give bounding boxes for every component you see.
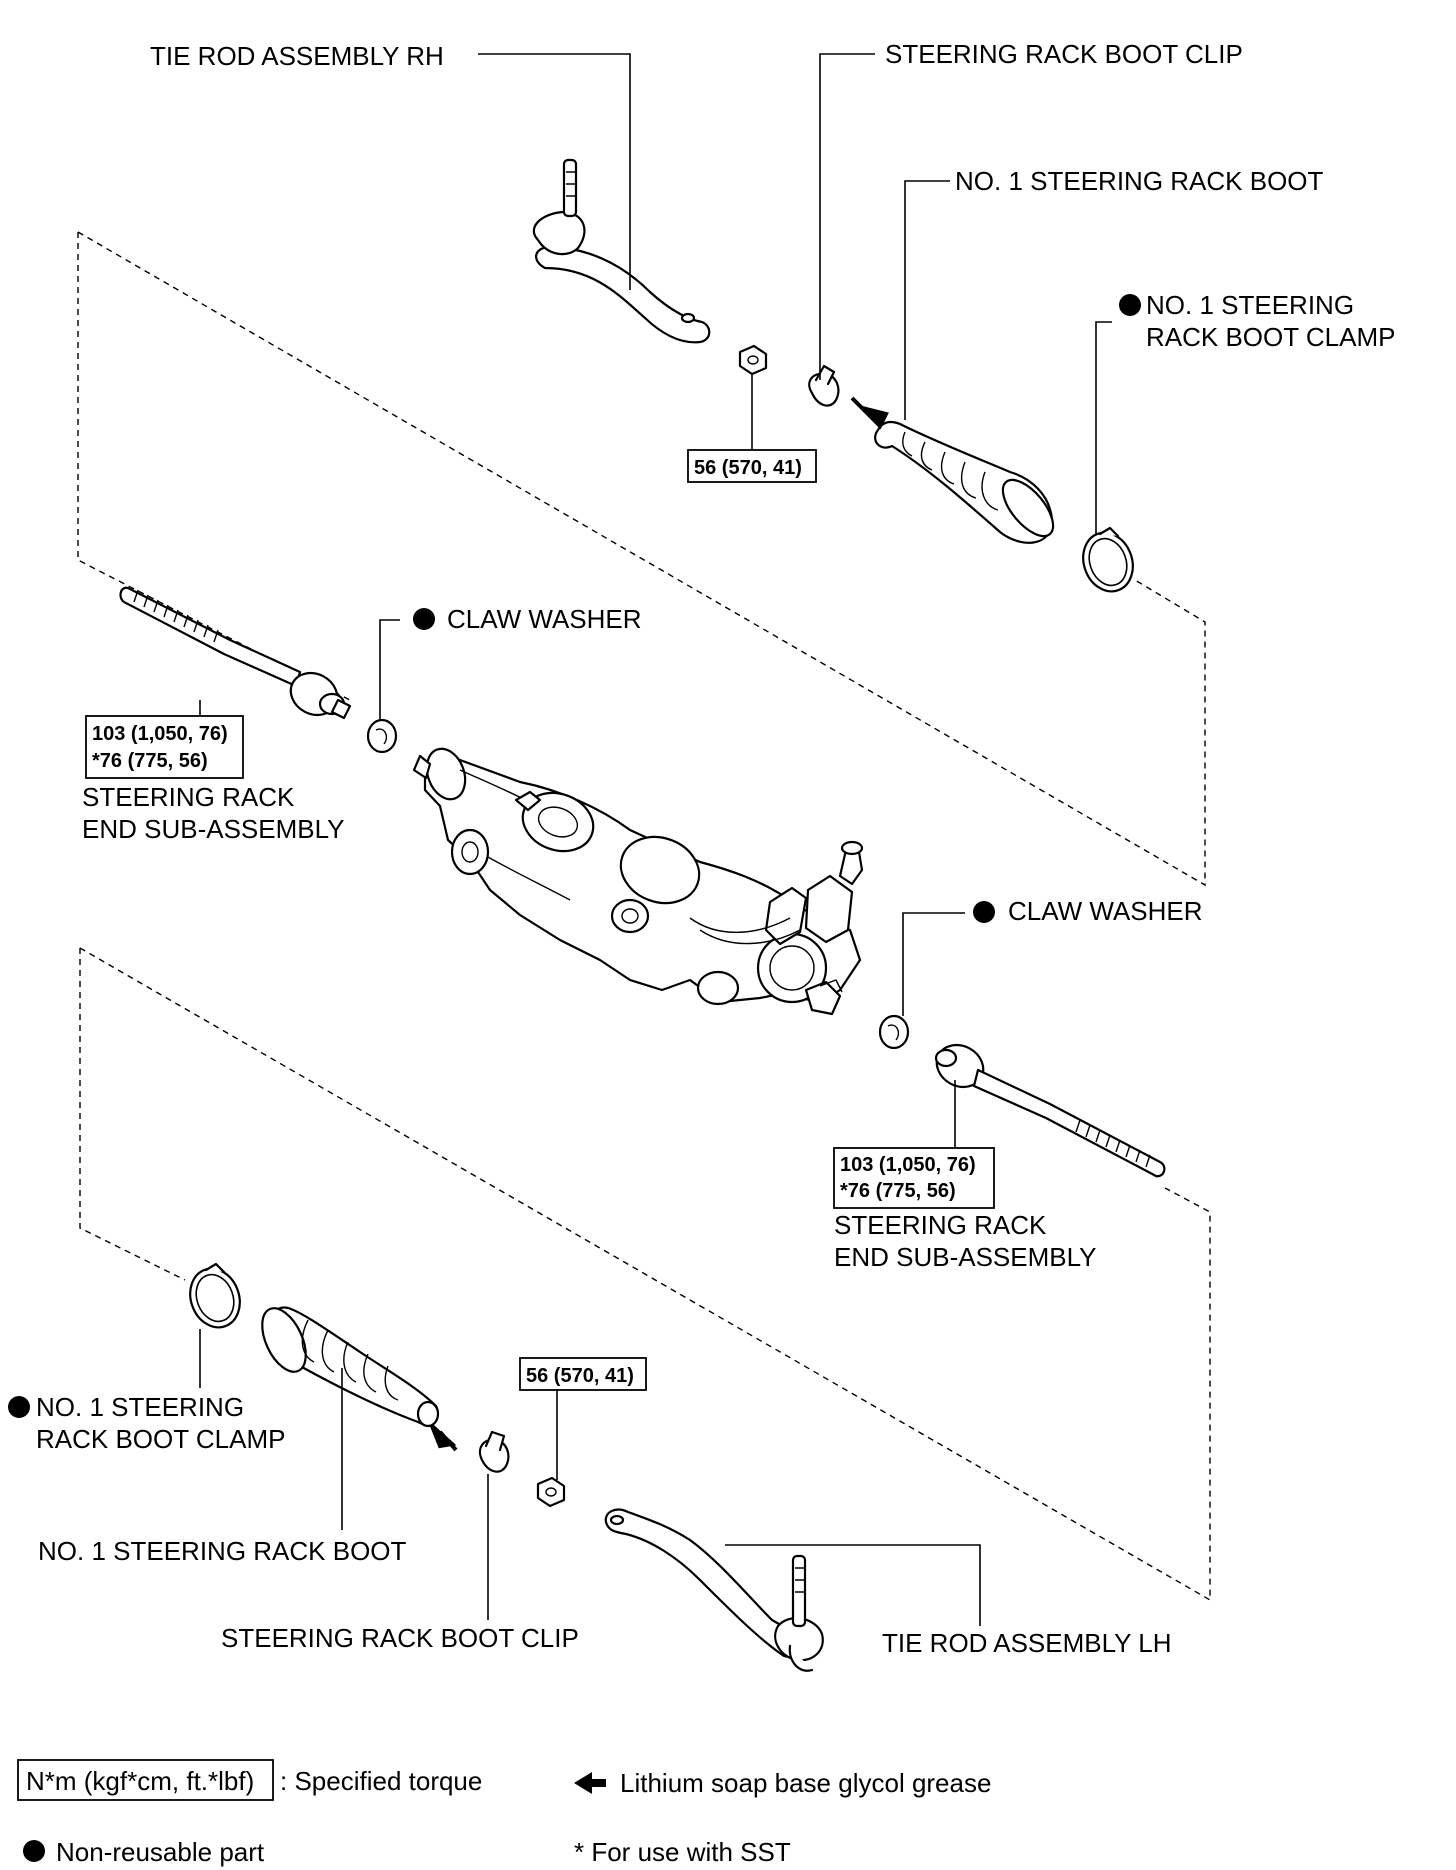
legend-torque-desc: : Specified torque (280, 1766, 482, 1796)
nut-top-part (738, 344, 768, 376)
leader-lines (199, 53, 1112, 1626)
svg-text:103 (1,050, 76): 103 (1,050, 76) (840, 1154, 976, 1176)
label-rack-end-right-line2: END SUB-ASSEMBLY (834, 1242, 1096, 1272)
nonreusable-dot-claw-washer-top (413, 608, 435, 630)
label-rack-end-left-line1: STEERING RACK (82, 782, 295, 812)
label-boot-top: NO. 1 STEERING RACK BOOT (955, 166, 1324, 196)
legend-sst-desc: * For use with SST (574, 1837, 791, 1867)
legend-nonreusable-desc: Non-reusable part (56, 1837, 265, 1867)
boot-clip-top-part (808, 364, 840, 407)
boot-bottom-part (261, 1306, 440, 1428)
grease-arrow-bottom-icon (430, 1424, 458, 1452)
legend-torque-unit: N*m (kgf*cm, ft.*lbf) (26, 1766, 254, 1796)
label-boot-clip-bottom: STEERING RACK BOOT CLIP (221, 1623, 579, 1653)
svg-text:103 (1,050, 76): 103 (1,050, 76) (92, 723, 228, 745)
tie-rod-lh-part (604, 1508, 824, 1672)
nonreusable-dot-clamp-bottom (8, 1396, 30, 1418)
legend-grease-arrow-icon (574, 1772, 606, 1794)
torque-box-rack-end-left: 103 (1,050, 76) *76 (775, 56) (85, 715, 244, 779)
rack-end-right-part (934, 1043, 1166, 1178)
label-tie-rod-lh: TIE ROD ASSEMBLY LH (882, 1628, 1171, 1658)
legend: N*m (kgf*cm, ft.*lbf) : Specified torque… (17, 1759, 991, 1867)
boot-clamp-top-part (1082, 526, 1134, 593)
nut-bottom-part (536, 1476, 566, 1508)
rack-end-left-part (119, 586, 352, 720)
label-claw-washer-bottom: CLAW WASHER (1008, 896, 1203, 926)
grease-arrow-top-icon (850, 396, 889, 430)
boot-top-part (874, 420, 1055, 544)
tie-rod-rh-part (532, 158, 711, 344)
legend-grease-desc: Lithium soap base glycol grease (620, 1768, 991, 1798)
label-boot-clip-top: STEERING RACK BOOT CLIP (885, 39, 1243, 69)
legend-nonreusable-dot-icon (23, 1840, 45, 1862)
torque-box-nut-top: 56 (570, 41) (687, 449, 817, 483)
label-claw-washer-top: CLAW WASHER (447, 604, 642, 634)
label-boot-bottom: NO. 1 STEERING RACK BOOT (38, 1536, 407, 1566)
nonreusable-dot-claw-washer-bottom (973, 901, 995, 923)
svg-text:*76 (775, 56): *76 (775, 56) (840, 1180, 956, 1202)
label-clamp-top-line2: RACK BOOT CLAMP (1146, 322, 1395, 352)
label-tie-rod-rh: TIE ROD ASSEMBLY RH (150, 41, 444, 71)
label-clamp-bottom-line2: RACK BOOT CLAMP (36, 1424, 285, 1454)
label-rack-end-left-line2: END SUB-ASSEMBLY (82, 814, 344, 844)
claw-washer-bottom-part (878, 1014, 910, 1050)
torque-box-nut-bottom: 56 (570, 41) (519, 1357, 647, 1391)
steering-gear-housing-part (412, 747, 864, 1016)
svg-text:56 (570, 41): 56 (570, 41) (694, 457, 802, 479)
boot-clamp-bottom-part (189, 1262, 241, 1329)
torque-box-rack-end-right: 103 (1,050, 76) *76 (775, 56) (833, 1147, 995, 1209)
svg-text:56 (570, 41): 56 (570, 41) (526, 1365, 634, 1387)
claw-washer-top-part (366, 718, 398, 754)
label-clamp-bottom-line1: NO. 1 STEERING (36, 1392, 244, 1422)
boot-clip-bottom-part (478, 1430, 510, 1473)
label-clamp-top-line1: NO. 1 STEERING (1146, 290, 1354, 320)
svg-text:*76 (775, 56): *76 (775, 56) (92, 750, 208, 772)
nonreusable-dot-clamp-top (1119, 294, 1141, 316)
label-rack-end-right-line1: STEERING RACK (834, 1210, 1047, 1240)
